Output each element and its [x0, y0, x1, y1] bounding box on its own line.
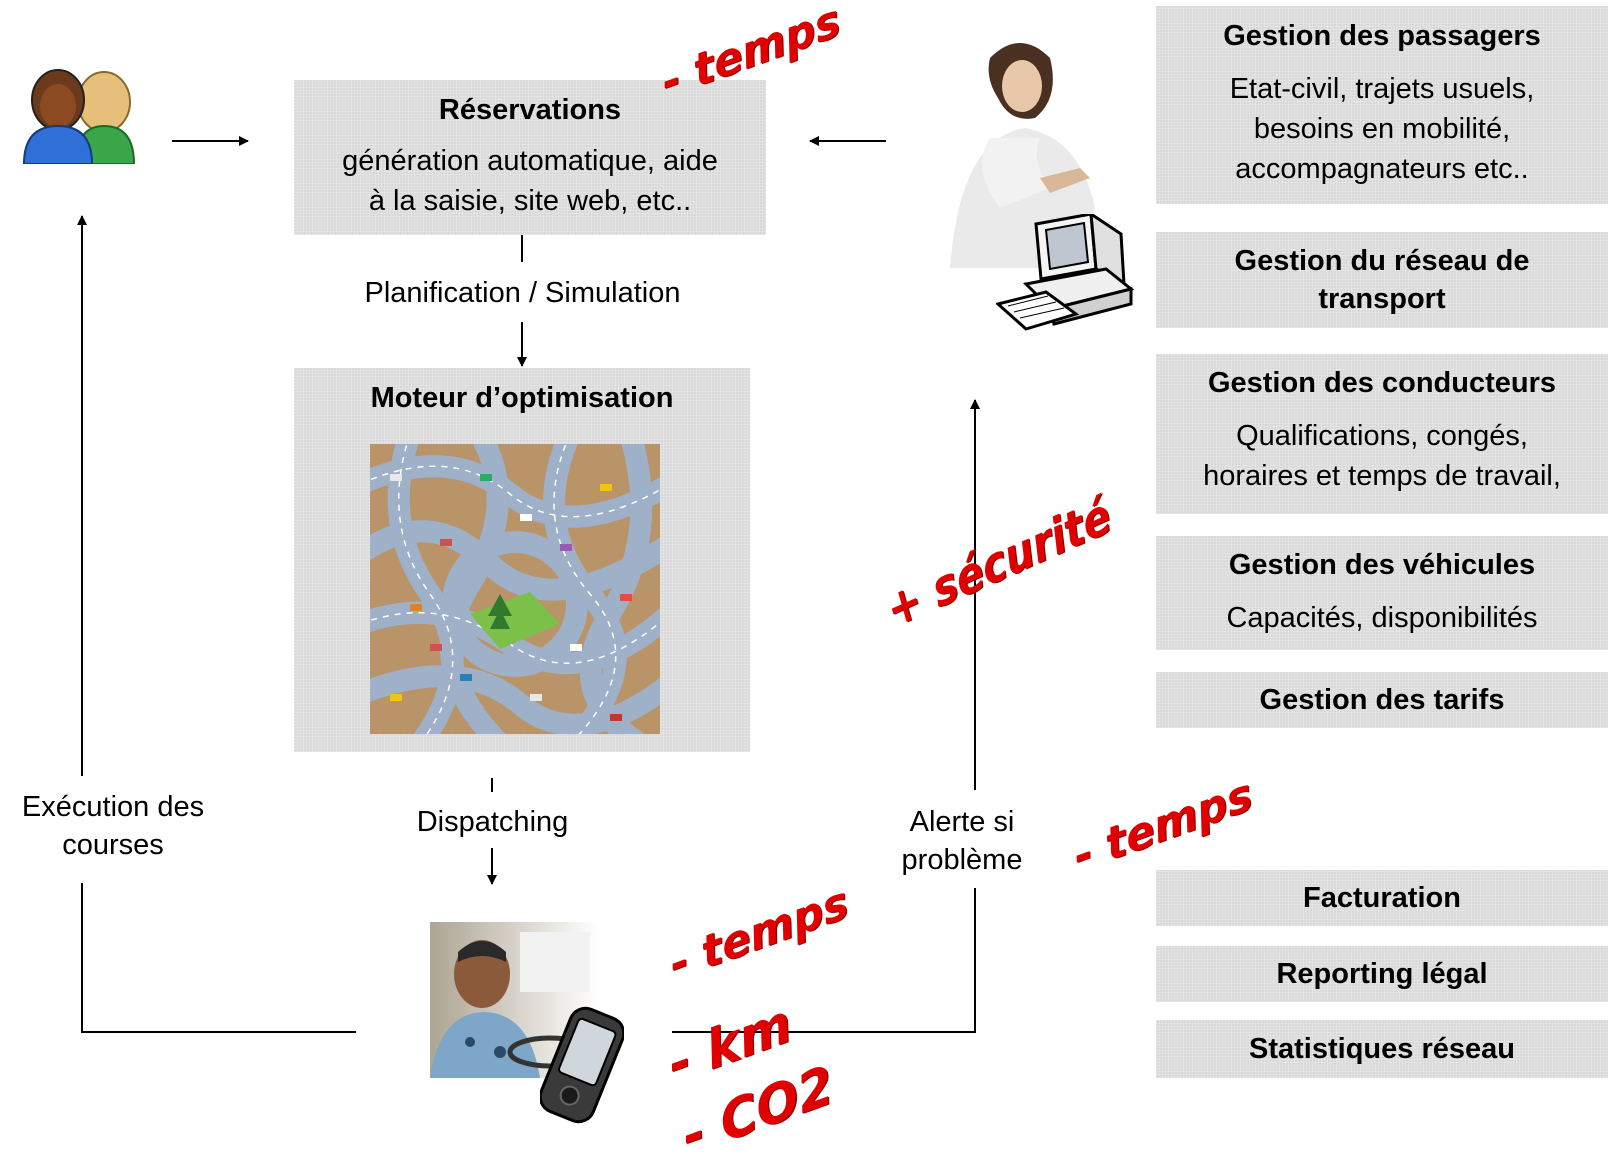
- execution-label-line1: Exécution des: [21, 791, 205, 823]
- panel-reporting: Reporting légal: [1156, 946, 1608, 1002]
- panel-conducteurs-title: Gestion des conducteurs: [1207, 367, 1557, 399]
- computer-icon: [994, 211, 1136, 344]
- dispatching-label: Dispatching: [416, 806, 569, 838]
- handheld-device-icon: [538, 1004, 626, 1126]
- panel-conducteurs-line2: horaires et temps de travail,: [1203, 460, 1561, 492]
- line-driver-right: [672, 888, 976, 1033]
- panel-reseau-line2: transport: [1318, 283, 1446, 315]
- panel-passagers-line3: accompagnateurs etc..: [1235, 153, 1529, 185]
- alerte-label-line2: problème: [901, 844, 1023, 876]
- moteur-title: Moteur d’optimisation: [370, 382, 674, 414]
- alerte-label: Alerte si problème: [880, 803, 1044, 879]
- reservations-title: Réservations: [438, 94, 622, 126]
- panel-tarifs: Gestion des tarifs: [1156, 672, 1608, 728]
- alerte-label-line1: Alerte si: [909, 806, 1015, 838]
- panel-passagers-title: Gestion des passagers: [1223, 20, 1541, 52]
- planification-label: Planification / Simulation: [364, 277, 681, 309]
- road-network-image: [370, 444, 660, 734]
- panel-reporting-title: Reporting légal: [1276, 958, 1488, 990]
- reservations-line2: à la saisie, site web, etc..: [368, 185, 692, 217]
- panel-statistiques: Statistiques réseau: [1156, 1020, 1608, 1078]
- line-driver-left: [81, 883, 356, 1033]
- reservations-line1: génération automatique, aide: [342, 145, 718, 177]
- panel-conducteurs-line1: Qualifications, congés,: [1236, 420, 1528, 452]
- panel-facturation-title: Facturation: [1303, 882, 1461, 914]
- panel-vehicules-title: Gestion des véhicules: [1228, 549, 1536, 581]
- panel-reseau: Gestion du réseau de transport: [1156, 232, 1608, 328]
- panel-reseau-line1: Gestion du réseau de: [1234, 245, 1530, 277]
- reservations-box: Réservations génération automatique, aid…: [294, 80, 766, 235]
- panel-passagers: Gestion des passagers Etat-civil, trajet…: [1156, 6, 1608, 204]
- panel-vehicules: Gestion des véhicules Capacités, disponi…: [1156, 536, 1608, 650]
- execution-label-line2: courses: [62, 829, 164, 861]
- panel-vehicules-line1: Capacités, disponibilités: [1226, 602, 1538, 634]
- users-icon: [14, 52, 148, 165]
- panel-passagers-line1: Etat-civil, trajets usuels,: [1229, 73, 1535, 105]
- panel-conducteurs: Gestion des conducteurs Qualifications, …: [1156, 354, 1608, 514]
- panel-tarifs-title: Gestion des tarifs: [1259, 684, 1505, 716]
- panel-passagers-line2: besoins en mobilité,: [1253, 113, 1511, 145]
- panel-facturation: Facturation: [1156, 870, 1608, 926]
- execution-label: Exécution des courses: [0, 788, 226, 864]
- panel-statistiques-title: Statistiques réseau: [1249, 1033, 1515, 1065]
